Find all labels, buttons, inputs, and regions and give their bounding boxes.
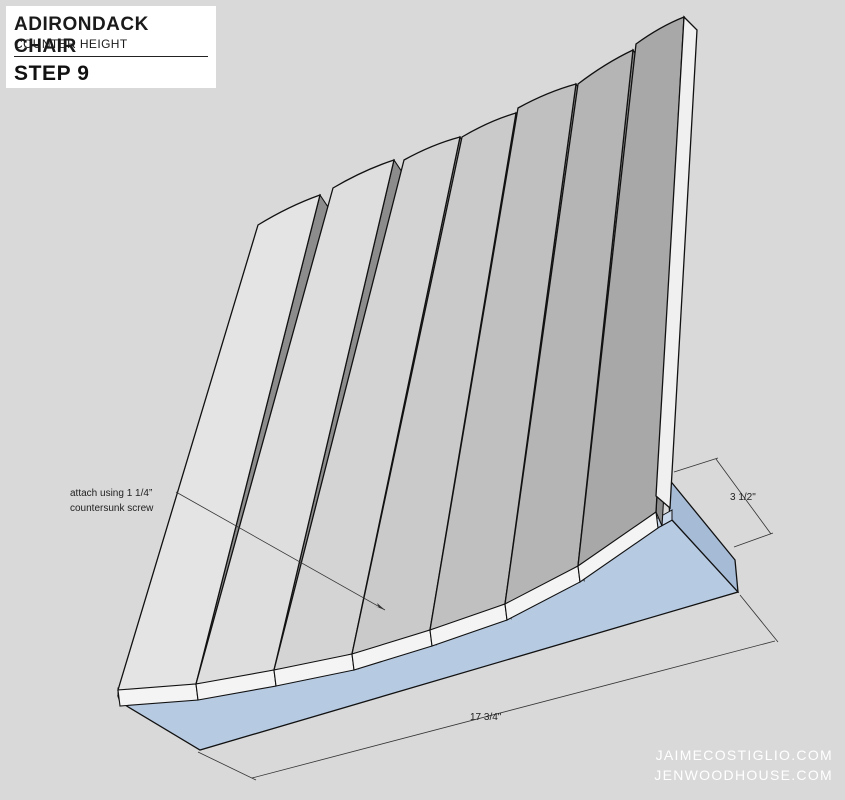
annotation-line-2: countersunk screw bbox=[70, 503, 154, 514]
title-divider bbox=[14, 56, 208, 57]
credit-jen: JENWOODHOUSE.COM bbox=[654, 767, 833, 783]
side-board-face bbox=[655, 15, 698, 510]
credit-jaime: JAIMECOSTIGLIO.COM bbox=[655, 747, 833, 763]
title-subtitle: COUNTER HEIGHT bbox=[14, 37, 128, 51]
title-block: ADIRONDACK CHAIR COUNTER HEIGHT STEP 9 bbox=[6, 6, 216, 88]
height-dimension bbox=[673, 457, 774, 548]
screw-annotation: attach using 1 1/4” countersunk screw bbox=[70, 486, 210, 516]
annotation-line-1: attach using 1 1/4” bbox=[70, 488, 153, 499]
side-board bbox=[655, 15, 698, 510]
length-dimension-label: 17 3/4" bbox=[470, 712, 502, 723]
slat-end bbox=[577, 511, 659, 583]
height-dimension-label: 3 1/2" bbox=[730, 492, 756, 503]
step-label: STEP 9 bbox=[14, 62, 90, 85]
length-dimension bbox=[197, 594, 779, 781]
annotation-leader bbox=[175, 491, 386, 611]
back-slats bbox=[117, 15, 693, 707]
title-main: ADIRONDACK CHAIR bbox=[14, 14, 149, 57]
annotation-arrowhead bbox=[374, 603, 385, 610]
